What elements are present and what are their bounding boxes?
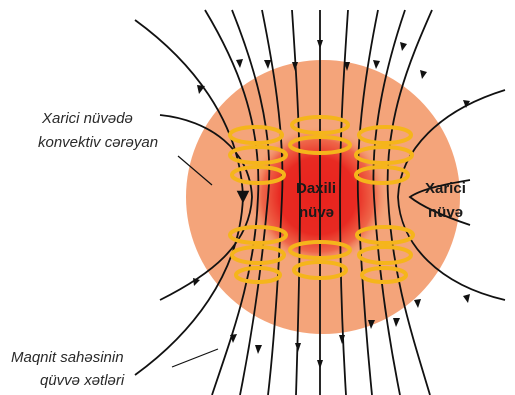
field-leader-line (172, 349, 218, 367)
outer-core-label-line1: Xarici (425, 180, 466, 197)
field-label-line1: Maqnit sahəsinin (11, 349, 124, 366)
outer-core-label-line2: nüvə (428, 204, 463, 221)
convection-label-line2: konvektiv cərəyan (38, 134, 158, 151)
field-label-line2: qüvvə xətləri (40, 372, 125, 389)
inner-core-label-line1: Daxili (296, 180, 336, 197)
inner-core-label-line2: nüvə (299, 204, 334, 221)
convection-label-line1: Xarici nüvədə (41, 110, 133, 127)
